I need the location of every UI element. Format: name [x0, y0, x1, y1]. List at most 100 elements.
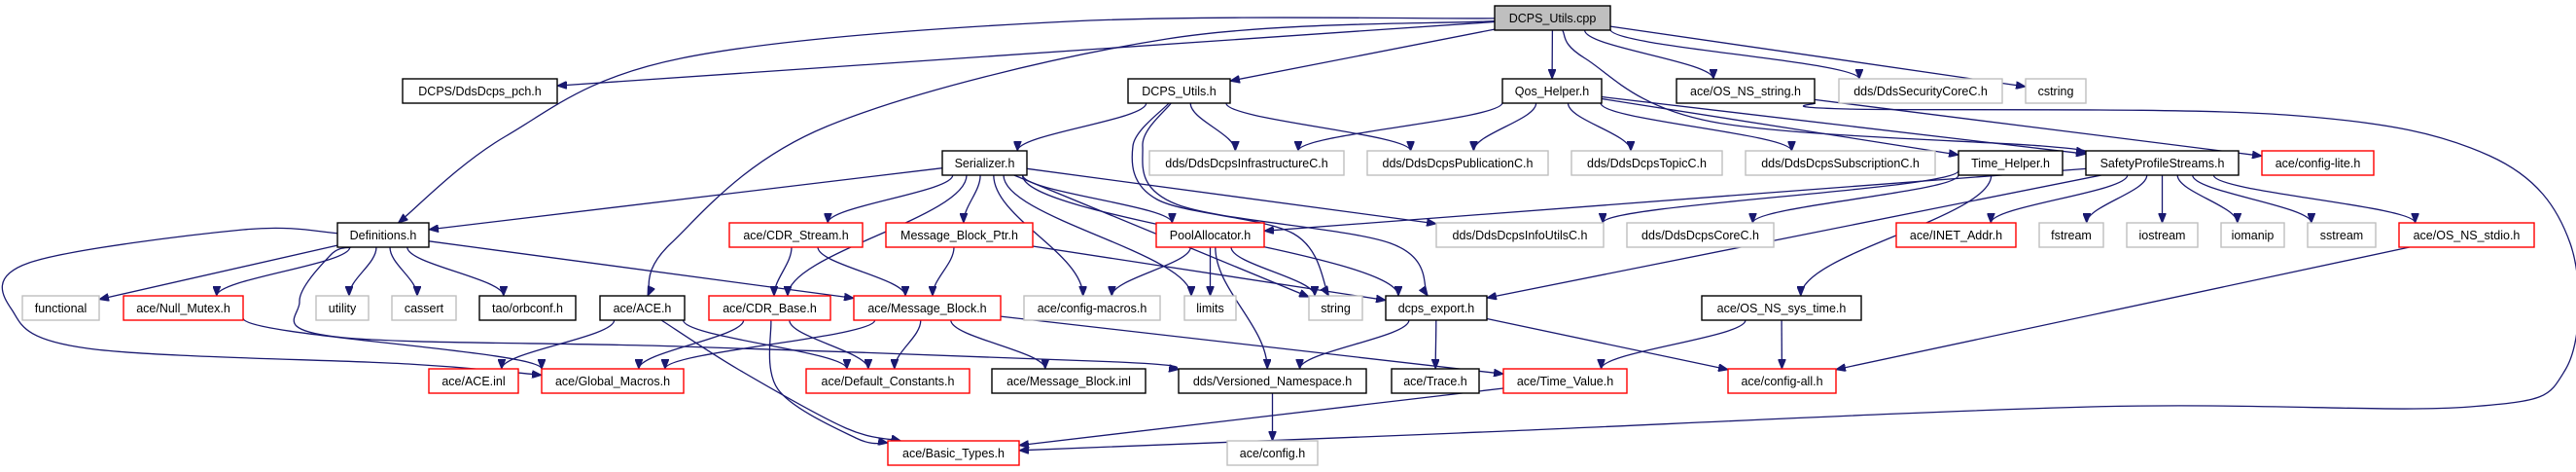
graph-node-utility: utility [315, 295, 370, 321]
node-label: dds/DdsSecurityCoreC.h [1853, 85, 1988, 98]
graph-node-sstream: sstream [2307, 222, 2377, 248]
node-label: ace/ACE.inl [441, 375, 505, 388]
node-label: ace/Message_Block.inl [1006, 375, 1131, 388]
edge-n18-to-n35 [1112, 246, 1191, 297]
node-label: cassert [405, 302, 444, 315]
graph-node-dcps-export-h[interactable]: dcps_export.h [1385, 295, 1488, 321]
node-label: Definitions.h [350, 229, 417, 242]
graph-node-ace-message-block-inl[interactable]: ace/Message_Block.inl [991, 368, 1147, 394]
node-label: dds/Versioned_Namespace.h [1193, 375, 1352, 388]
node-label: ace/OS_NS_sys_time.h [1717, 302, 1847, 315]
graph-node-dds-versioned-namespace-h[interactable]: dds/Versioned_Namespace.h [1178, 368, 1367, 394]
node-label: ace/config-lite.h [2276, 157, 2361, 170]
edge-n15-to-n28 [217, 246, 351, 297]
graph-node-ace-time-value-h[interactable]: ace/Time_Value.h [1502, 368, 1628, 394]
graph-node-tao-orbconf-h[interactable]: tao/orbconf.h [478, 295, 577, 321]
node-label: ace/Basic_Types.h [902, 447, 1005, 460]
node-label: ace/Null_Mutex.h [136, 302, 230, 315]
edge-n12-to-n19 [1603, 169, 1959, 224]
edge-n13-to-n18 [1264, 167, 2087, 231]
edge-n34-to-n43 [950, 319, 1045, 370]
graph-node-ace-trace-h[interactable]: ace/Trace.h [1391, 368, 1480, 394]
graph-node-root-dcps-utils-cpp: DCPS_Utils.cpp [1494, 5, 1611, 31]
edge-n7-to-n17 [964, 174, 981, 224]
edge-n46-to-n48 [1019, 387, 1504, 446]
node-label: SafetyProfileStreams.h [2100, 157, 2225, 170]
graph-node-ace-cdr-stream-h[interactable]: ace/CDR_Stream.h [728, 222, 864, 248]
edge-n34-to-n41 [665, 319, 876, 370]
graph-node-dds-ddsdcpstopicc-h: dds/DdsDcpsTopicC.h [1570, 150, 1723, 176]
graph-node-dds-ddsdcpscorec-h: dds/DdsDcpsCoreC.h [1626, 222, 1775, 248]
node-label: ace/Global_Macros.h [555, 375, 670, 388]
graph-node-ace-os-ns-stdio-h[interactable]: ace/OS_NS_stdio.h [2398, 222, 2535, 248]
edge-n0-to-n1 [557, 20, 1496, 87]
graph-node-ace-config-lite-h[interactable]: ace/config-lite.h [2261, 150, 2375, 176]
graph-node-ace-ace-h[interactable]: ace/ACE.h [599, 295, 686, 321]
edge-n13-to-n26 [2212, 174, 2415, 224]
edge-n16-to-n33 [774, 246, 793, 297]
edge-n7-to-n16 [828, 174, 954, 224]
edge-n7-to-n36 [1003, 174, 1191, 297]
graph-node-ace-message-block-h[interactable]: ace/Message_Block.h [853, 295, 1002, 321]
edge-n0-to-n5 [1609, 28, 1859, 80]
edge-n7-to-n35 [993, 174, 1083, 296]
graph-node-time-helper-h[interactable]: Time_Helper.h [1958, 150, 2064, 176]
graph-node-dds-ddsdcpsinfrastructurec-h: dds/DdsDcpsInfrastructureC.h [1148, 150, 1345, 176]
graph-node-ace-null-mutex-h[interactable]: ace/Null_Mutex.h [123, 295, 244, 321]
graph-node-ace-inet-addr-h[interactable]: ace/INET_Addr.h [1895, 222, 2017, 248]
graph-node-string: string [1308, 295, 1363, 321]
edge-n2-to-n38 [1142, 102, 1428, 296]
node-label: iostream [2139, 229, 2186, 242]
node-label: Serializer.h [955, 157, 1015, 170]
node-label: dds/DdsDcpsPublicationC.h [1383, 157, 1534, 170]
node-label: utility [329, 302, 357, 315]
edge-n18-to-n37 [1230, 246, 1315, 297]
edge-n28-to-n41 [242, 317, 542, 370]
edge-n13-to-n24 [2176, 174, 2238, 224]
graph-node-iostream: iostream [2126, 222, 2199, 248]
edge-n15-to-n44 [293, 246, 1179, 370]
node-label: fstream [2051, 229, 2092, 242]
edge-n32-to-n42 [682, 319, 847, 370]
graph-node-ace-ace-inl[interactable]: ace/ACE.inl [428, 368, 519, 394]
edge-n4-to-n48 [1019, 102, 2576, 451]
graph-node-dcps-utils-h[interactable]: DCPS_Utils.h [1127, 78, 1231, 104]
node-label: ace/INET_Addr.h [1910, 229, 2002, 242]
edge-n33-to-n48 [768, 319, 888, 444]
node-label: dds/DdsDcpsInfoUtilsC.h [1453, 229, 1588, 242]
graph-node-serializer-h[interactable]: Serializer.h [941, 150, 1028, 176]
edge-n2-to-n7 [1017, 102, 1147, 152]
graph-node-safetyprofilestreams-h[interactable]: SafetyProfileStreams.h [2085, 150, 2240, 176]
graph-node-ace-global-macros-h[interactable]: ace/Global_Macros.h [541, 368, 685, 394]
graph-node-qos-helper-h[interactable]: Qos_Helper.h [1501, 78, 1603, 104]
graph-node-ace-os-ns-string-h[interactable]: ace/OS_NS_string.h [1676, 78, 1816, 104]
graph-node-ace-os-ns-sys-time-h[interactable]: ace/OS_NS_sys_time.h [1701, 295, 1862, 321]
graph-node-poolallocator-h[interactable]: PoolAllocator.h [1155, 222, 1265, 248]
graph-node-fstream: fstream [2038, 222, 2104, 248]
edge-n32-to-n40 [502, 319, 616, 370]
edge-n2-to-n8 [1189, 102, 1235, 152]
graph-node-ace-cdr-base-h[interactable]: ace/CDR_Base.h [708, 295, 831, 321]
graph-node-ace-default-constants-h[interactable]: ace/Default_Constants.h [805, 368, 970, 394]
graph-node-message-block-ptr-h[interactable]: Message_Block_Ptr.h [885, 222, 1034, 248]
node-label: iomanip [2232, 229, 2275, 242]
edge-n18-to-n44 [1215, 246, 1267, 369]
edge-n13-to-n25 [2192, 174, 2311, 224]
edge-n15-to-n41 [1, 227, 542, 375]
edge-n0-to-n32 [647, 20, 1496, 296]
edge-n7-to-n19 [1026, 167, 1436, 224]
node-label: ace/CDR_Base.h [723, 302, 817, 315]
node-label: sstream [2320, 229, 2363, 242]
edge-n34-to-n42 [895, 319, 922, 370]
graph-node-definitions-h[interactable]: Definitions.h [336, 222, 430, 248]
nodes-layer: DCPS_Utils.cpp DCPS/DdsDcps_pch.h DCPS_U… [21, 5, 2535, 466]
graph-node-ace-config-all-h[interactable]: ace/config-all.h [1727, 368, 1837, 394]
graph-node-cstring: cstring [2025, 78, 2087, 104]
graph-node-ddsdcps-pch-h[interactable]: DCPS/DdsDcps_pch.h [402, 78, 558, 104]
edge-n15-to-n27 [99, 244, 338, 300]
graph-node-ace-basic-types-h[interactable]: ace/Basic_Types.h [887, 440, 1020, 466]
edge-n15-to-n31 [406, 246, 504, 297]
node-label: Time_Helper.h [1971, 157, 2050, 170]
edge-n39-to-n46 [1602, 319, 1747, 370]
